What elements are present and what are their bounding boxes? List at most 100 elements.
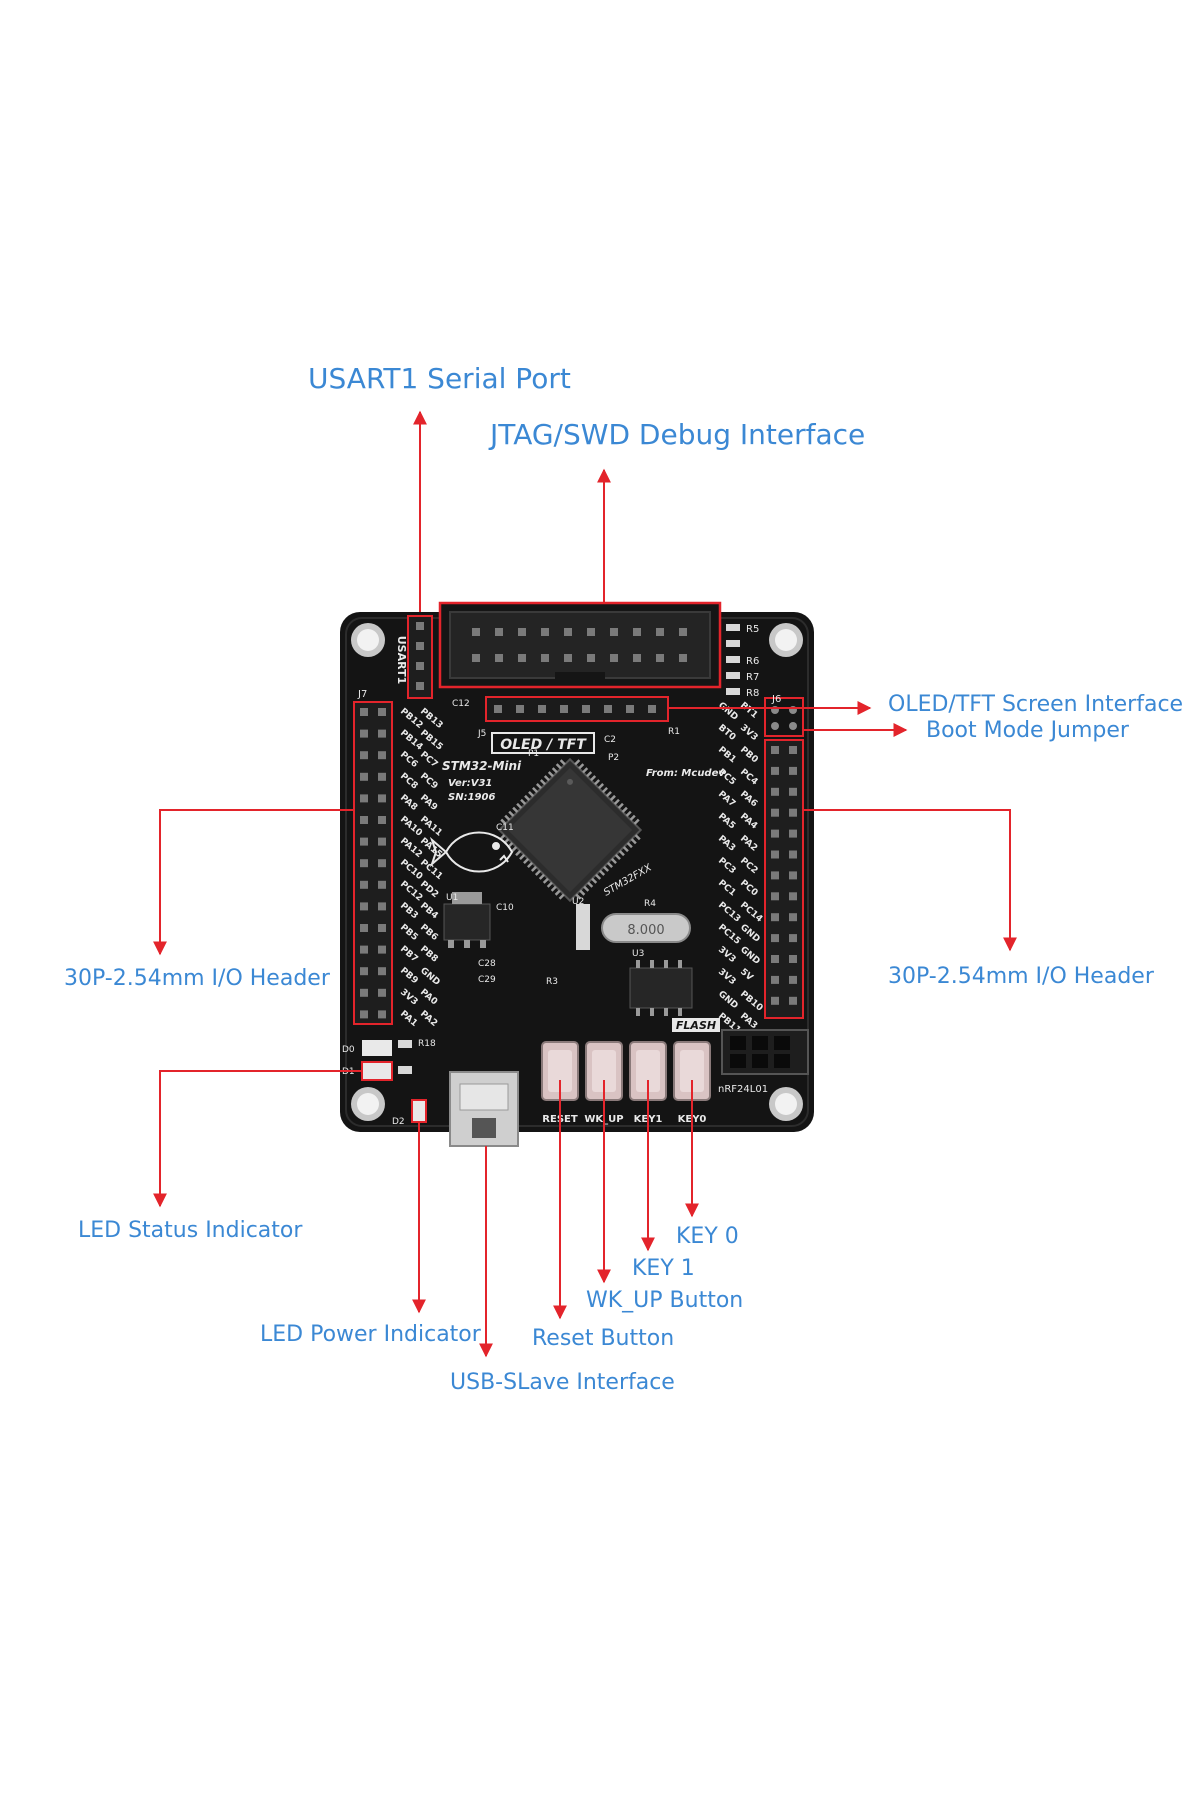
callout-wkup: WK_UP Button xyxy=(586,1288,744,1313)
nrf24l01-socket xyxy=(721,1029,809,1075)
chip-lead xyxy=(634,834,641,841)
header-pin xyxy=(378,708,386,716)
jtag-pin xyxy=(518,654,526,662)
button-cap xyxy=(592,1050,616,1092)
header-pin xyxy=(789,934,797,943)
chip-lead xyxy=(601,787,608,794)
header-pin xyxy=(360,902,368,911)
usart-pin xyxy=(416,682,424,690)
usart-pin xyxy=(416,642,424,650)
chip-lead xyxy=(583,885,590,892)
chip-lead xyxy=(523,858,530,865)
jtag-pin xyxy=(587,628,595,636)
callout-key1: KEY 1 xyxy=(632,1256,695,1281)
header-pin xyxy=(378,837,386,846)
oled-pin xyxy=(516,705,524,713)
callout-arrows xyxy=(153,410,1017,1358)
mcu-chip xyxy=(497,757,643,903)
chip-lead xyxy=(606,861,613,868)
ref-u1: U1 xyxy=(446,893,458,903)
chip-lead xyxy=(527,861,534,868)
chip-lead xyxy=(542,877,549,884)
header-pin xyxy=(378,967,386,976)
header-pin xyxy=(771,975,779,984)
led-d0-d1 xyxy=(361,1040,412,1081)
chip-lead xyxy=(625,810,632,817)
usart-pin xyxy=(416,622,424,630)
ref-r18: R18 xyxy=(418,1039,436,1049)
callout-io-left: 30P-2.54mm I/O Header xyxy=(64,966,330,991)
ref-c2: C2 xyxy=(604,735,616,745)
chip-lead xyxy=(579,889,586,896)
callout-usart1: USART1 Serial Port xyxy=(308,362,571,395)
arrow-io-right xyxy=(803,809,1017,952)
ref-u2: U2 xyxy=(572,897,584,907)
jtag-pin xyxy=(541,628,549,636)
ref-r7: R7 xyxy=(746,672,759,683)
header-pin xyxy=(378,902,386,911)
chip-lead xyxy=(621,806,628,813)
ref-c28: C28 xyxy=(478,959,496,969)
regulator-u1 xyxy=(443,892,491,948)
header-pin xyxy=(789,766,797,775)
chip-lead xyxy=(629,814,636,821)
ref-j7: J7 xyxy=(357,689,367,700)
chip-lead xyxy=(550,885,557,892)
led-d2 xyxy=(411,1099,427,1123)
header-pin xyxy=(771,871,779,880)
oled-pin xyxy=(538,705,546,713)
header-pin xyxy=(789,871,797,880)
chip-lead xyxy=(519,854,526,861)
header-pin xyxy=(771,913,779,922)
callout-usb: USB-SLave Interface xyxy=(450,1370,675,1395)
header-pin xyxy=(789,955,797,963)
jtag-pin xyxy=(610,654,618,662)
ref-c12: C12 xyxy=(452,699,470,709)
header-pin xyxy=(789,787,797,796)
ref-c11: C11 xyxy=(496,823,514,833)
header-pin xyxy=(771,766,779,775)
ref-r5: R5 xyxy=(746,624,759,635)
chip-lead xyxy=(622,846,629,853)
header-pin xyxy=(360,816,368,824)
chip-lead xyxy=(500,818,507,825)
chip-lead xyxy=(590,775,597,782)
header-pin xyxy=(360,880,368,889)
chip-lead xyxy=(617,802,624,809)
left-io-header xyxy=(353,701,393,1025)
usart-pin xyxy=(416,662,424,670)
callout-led-power: LED Power Indicator xyxy=(260,1322,481,1347)
ref-j5: J5 xyxy=(477,729,486,739)
jtag-pin xyxy=(633,654,641,662)
header-pin xyxy=(378,1010,386,1019)
header-pin xyxy=(360,1010,368,1019)
chip-lead xyxy=(630,838,637,845)
oled-pin xyxy=(626,705,634,713)
board-serial: SN:1906 xyxy=(448,792,495,803)
header-pin xyxy=(771,829,779,838)
chip-lead xyxy=(535,783,542,790)
header-pin xyxy=(360,837,368,846)
header-pin xyxy=(378,772,386,781)
jtag-pin xyxy=(679,654,687,662)
ref-d2: D2 xyxy=(392,1117,405,1127)
header-pin xyxy=(771,808,779,817)
chip-lead xyxy=(547,771,554,778)
jtag-pin xyxy=(518,628,526,636)
chip-lead xyxy=(618,850,625,857)
header-pin xyxy=(789,808,797,817)
chip-lead xyxy=(546,881,553,888)
ref-p1: P1 xyxy=(528,749,539,759)
callout-reset: Reset Button xyxy=(532,1326,675,1351)
header-pin xyxy=(378,729,386,738)
header-pin xyxy=(789,850,797,859)
chip-lead xyxy=(543,775,550,782)
ref-j6: J6 xyxy=(771,694,781,705)
chip-lead xyxy=(575,893,582,900)
ref-c29: C29 xyxy=(478,975,496,985)
button-cap xyxy=(680,1050,704,1092)
header-pin xyxy=(771,746,779,754)
header-pin xyxy=(789,996,797,1005)
